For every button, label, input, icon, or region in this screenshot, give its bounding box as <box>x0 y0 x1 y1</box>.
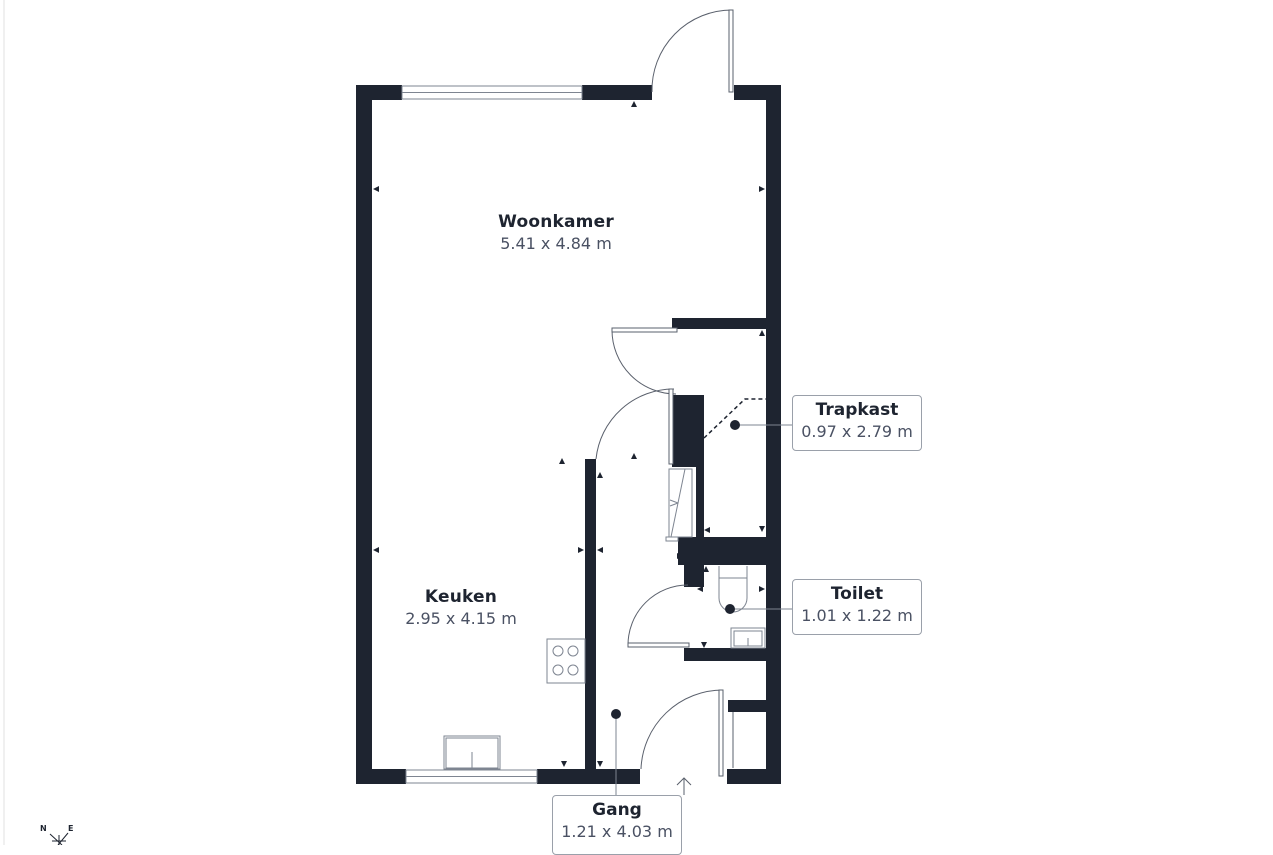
room-dimensions: 2.95 x 4.15 m <box>405 609 517 628</box>
room-callout-gang: Gang 1.21 x 4.03 m <box>552 795 682 855</box>
room-dimensions: 1.01 x 1.22 m <box>801 606 913 625</box>
page-edge-rule <box>3 0 5 845</box>
callout-lines <box>615 424 792 795</box>
sink <box>443 735 501 770</box>
room-name: Gang <box>592 800 642 820</box>
room-label-woonkamer: Woonkamer 5.41 x 4.84 m <box>476 211 636 255</box>
windows <box>401 85 583 784</box>
room-label-keuken: Keuken 2.95 x 4.15 m <box>381 586 541 630</box>
stair-outline <box>703 398 766 439</box>
doors <box>595 9 734 777</box>
room-name: Keuken <box>424 587 498 607</box>
room-dimensions: 1.21 x 4.03 m <box>561 822 673 841</box>
measurement-markers <box>373 101 765 767</box>
compass-icon <box>49 832 69 845</box>
room-name: Woonkamer <box>498 212 614 232</box>
toilet-fixture <box>718 566 766 649</box>
stairs <box>665 468 693 542</box>
compass: N E <box>38 822 78 845</box>
stove <box>546 638 586 684</box>
room-dimensions: 0.97 x 2.79 m <box>801 422 913 441</box>
room-callout-toilet: Toilet 1.01 x 1.22 m <box>792 579 922 635</box>
compass-north-label: N <box>40 824 47 833</box>
room-callout-trapkast: Trapkast 0.97 x 2.79 m <box>792 395 922 451</box>
compass-east-label: E <box>68 824 74 833</box>
room-name: Toilet <box>830 584 884 604</box>
room-name: Trapkast <box>815 400 899 420</box>
room-dimensions: 5.41 x 4.84 m <box>500 234 612 253</box>
callout-dots <box>611 420 740 719</box>
entrance-arrow-icon <box>676 777 692 795</box>
